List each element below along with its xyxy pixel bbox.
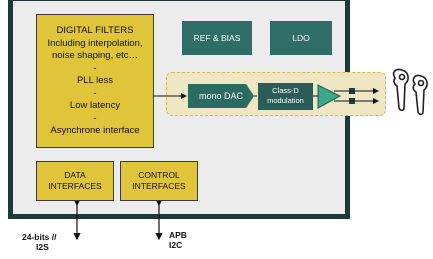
filters-separator: - (93, 112, 97, 124)
digital-filters-block: DIGITAL FILTERS Including interpolation,… (36, 14, 154, 148)
ldo-block: LDO (270, 21, 332, 55)
io-right-label: APB I2C (169, 230, 187, 250)
data-interfaces-line: INTERFACES (48, 180, 102, 191)
filters-separator: - (93, 62, 97, 74)
class-d-line: modulation (267, 96, 304, 105)
io-left-line: 24-bits // (22, 232, 57, 242)
class-d-line: Class-D (272, 86, 299, 95)
filters-title: DIGITAL FILTERS (56, 25, 134, 36)
data-interfaces-line: DATA (64, 170, 86, 180)
mono-dac-label: mono DAC (198, 91, 243, 101)
data-interfaces-block: DATA INTERFACES (36, 161, 114, 201)
control-interfaces-line: INTERFACES (132, 180, 186, 191)
ref-bias-block: REF & BIAS (182, 21, 252, 55)
control-interfaces-block: CONTROL INTERFACES (120, 161, 198, 201)
filters-line: Low latency (69, 100, 121, 111)
io-right-line: I2C (169, 240, 183, 250)
filters-line: Asynchrone interface (50, 125, 140, 136)
io-left-label: 24-bits // I2S (22, 232, 56, 252)
filters-line: PLL less (76, 75, 114, 86)
class-d-modulation-block: Class-D modulation (258, 83, 313, 110)
filters-separator: - (93, 87, 97, 99)
amplifier-triangle-icon (317, 84, 342, 109)
mono-dac-shape (188, 84, 254, 108)
filters-line: Including interpolation, (47, 37, 143, 49)
output-pad-bottom (349, 98, 355, 104)
earbuds-icon (392, 68, 428, 116)
io-left-line: I2S (36, 242, 49, 252)
filters-line: noise shaping, etc… (51, 50, 139, 61)
output-pad-top (349, 88, 355, 94)
io-right-line: APB (169, 230, 187, 240)
control-interfaces-line: CONTROL (138, 170, 180, 180)
